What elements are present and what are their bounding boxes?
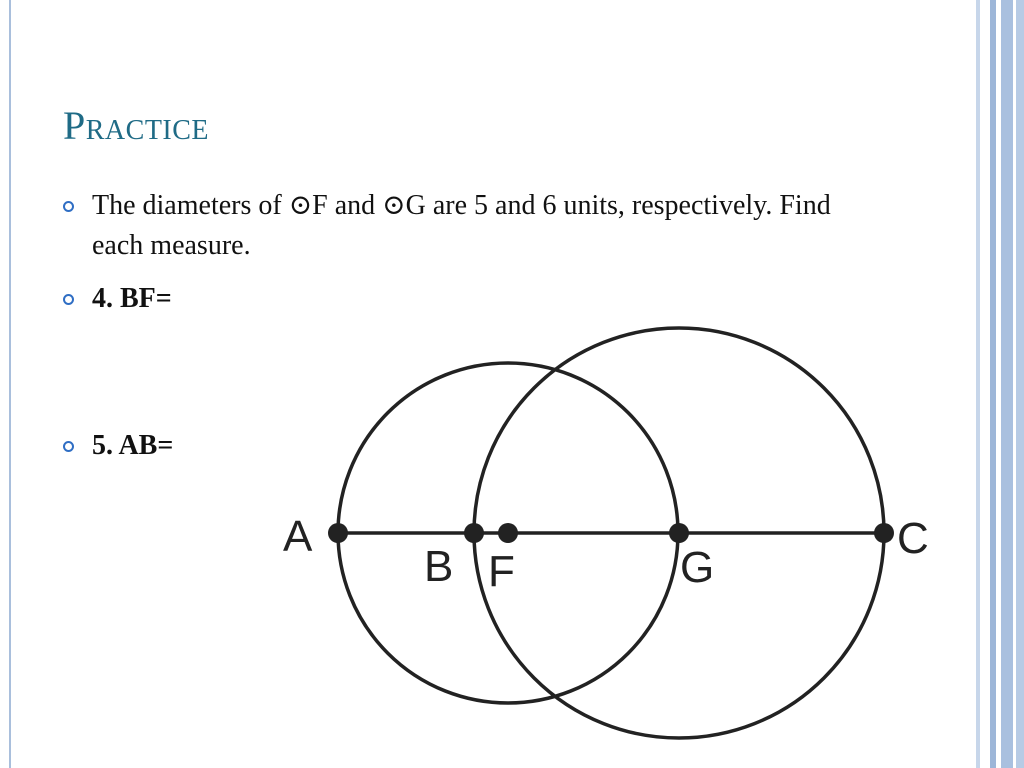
label-a: A: [283, 512, 313, 561]
point-c: [874, 523, 894, 543]
point-b: [464, 523, 484, 543]
bullet-circle-icon: [63, 441, 74, 452]
right-decorative-border: [976, 0, 1024, 768]
label-b: B: [424, 542, 453, 591]
bullet-circle-icon: [63, 201, 74, 212]
bullet-text: 4. BF=: [92, 283, 172, 314]
point-g: [669, 523, 689, 543]
bullet-question-4: 4. BF=: [63, 279, 883, 319]
bullet-problem-statement: The diameters of ⊙F and ⊙G are 5 and 6 u…: [63, 186, 883, 266]
bullet-text: The diameters of ⊙F and ⊙G are 5 and 6 u…: [92, 190, 831, 261]
label-f: F: [488, 547, 515, 596]
label-g: G: [680, 543, 714, 592]
bullet-circle-icon: [63, 294, 74, 305]
circles-diagram: A B F G C: [283, 326, 929, 740]
point-f: [498, 523, 518, 543]
point-a: [328, 523, 348, 543]
bullet-question-5: 5. AB=: [63, 426, 883, 466]
left-border-rule: [9, 0, 11, 768]
label-c: C: [897, 514, 929, 563]
slide-title: Practice: [63, 103, 210, 148]
bullet-text: 5. AB=: [92, 430, 174, 461]
